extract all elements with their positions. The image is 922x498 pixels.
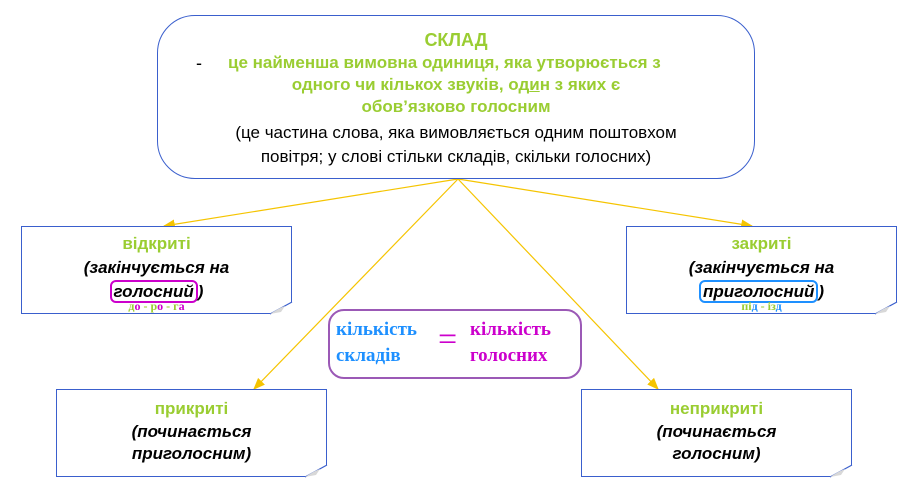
- definition-line-3: обов’язково голосним: [361, 97, 551, 116]
- closed-line-1: (закінчується на: [688, 258, 835, 277]
- definition-line-1: це найменша вимовна одиниця, яка утворює…: [228, 53, 661, 72]
- formula-left-1: кількість: [336, 319, 417, 340]
- arrow-to-open: [162, 178, 459, 230]
- open-example-part: о: [134, 299, 141, 313]
- formula-left-2: складів: [336, 345, 401, 366]
- open-example-part: г: [173, 299, 179, 313]
- covered-line-2: приголосним): [131, 444, 252, 463]
- open-example: до - ро - га: [22, 299, 291, 314]
- formula-box: кількість складів = кількість голосних: [328, 309, 582, 379]
- closed-close-paren: ): [818, 282, 825, 301]
- formula-right-1: кількість: [470, 319, 551, 340]
- open-line-1: (закінчується на: [83, 258, 230, 277]
- open-example-part: д: [128, 299, 135, 313]
- closed-example-part: д: [775, 299, 782, 313]
- arrow-to-closed: [457, 178, 754, 230]
- definition-title: СКЛАД: [424, 30, 488, 50]
- uncovered-title: неприкриті: [669, 399, 764, 418]
- open-highlight: голосний: [110, 280, 198, 303]
- open-line-2: голосний): [22, 280, 291, 303]
- formula-right: кількість голосних: [470, 317, 551, 369]
- covered-line-1: (починається: [131, 422, 252, 441]
- open-example-part: а: [178, 299, 185, 313]
- open-example-part: р: [150, 299, 158, 313]
- closed-line-2: приголосний): [627, 280, 896, 303]
- closed-example: під - ізд: [627, 299, 896, 314]
- definition-line-2: одного чи кількох звуків, один з яких є: [158, 75, 754, 95]
- closed-highlight: приголосний: [699, 280, 818, 303]
- formula-left: кількість складів: [336, 317, 417, 369]
- uncovered-card-fold: [829, 464, 853, 478]
- closed-example-part: -: [757, 299, 768, 313]
- definition-box: СКЛАД - це найменша вимовна одиниця, яка…: [157, 15, 755, 179]
- uncovered-line-1: (починається: [656, 422, 777, 441]
- definition-note-2: повітря; у слові стільки складів, скільк…: [260, 147, 652, 166]
- closed-example-part: із: [767, 299, 776, 313]
- arrow-to-covered: [253, 178, 459, 390]
- covered-card-fold: [304, 464, 328, 478]
- formula-right-2: голосних: [470, 345, 548, 366]
- definition-line-2a: одного чи кількох звуків, од: [291, 75, 530, 94]
- open-close-paren: ): [197, 282, 204, 301]
- closed-card-fold: [874, 301, 898, 315]
- closed-example-part: пі: [741, 299, 752, 313]
- uncovered-line-2: голосним): [672, 444, 761, 463]
- definition-dash: -: [196, 53, 202, 73]
- open-example-part: -: [140, 299, 151, 313]
- arrow-to-uncovered: [457, 178, 659, 390]
- closed-title: закриті: [731, 234, 792, 253]
- formula-equals: =: [438, 321, 458, 358]
- closed-example-part: д: [751, 299, 758, 313]
- open-syllables-card: відкриті (закінчується на голосний) до -…: [21, 226, 292, 314]
- open-example-part: -: [163, 299, 174, 313]
- definition-line-2c: н з яких є: [539, 75, 621, 94]
- covered-syllables-card: прикриті (починається приголосним): [56, 389, 327, 477]
- closed-syllables-card: закриті (закінчується на приголосний) пі…: [626, 226, 897, 314]
- covered-title: прикриті: [154, 399, 229, 418]
- open-card-fold: [269, 301, 293, 315]
- definition-line-2b: и: [529, 75, 540, 94]
- uncovered-syllables-card: неприкриті (починається голосним): [581, 389, 852, 477]
- open-example-part: о: [157, 299, 164, 313]
- definition-note-1: (це частина слова, яка вимовляється одни…: [235, 123, 677, 142]
- open-title: відкриті: [122, 234, 191, 253]
